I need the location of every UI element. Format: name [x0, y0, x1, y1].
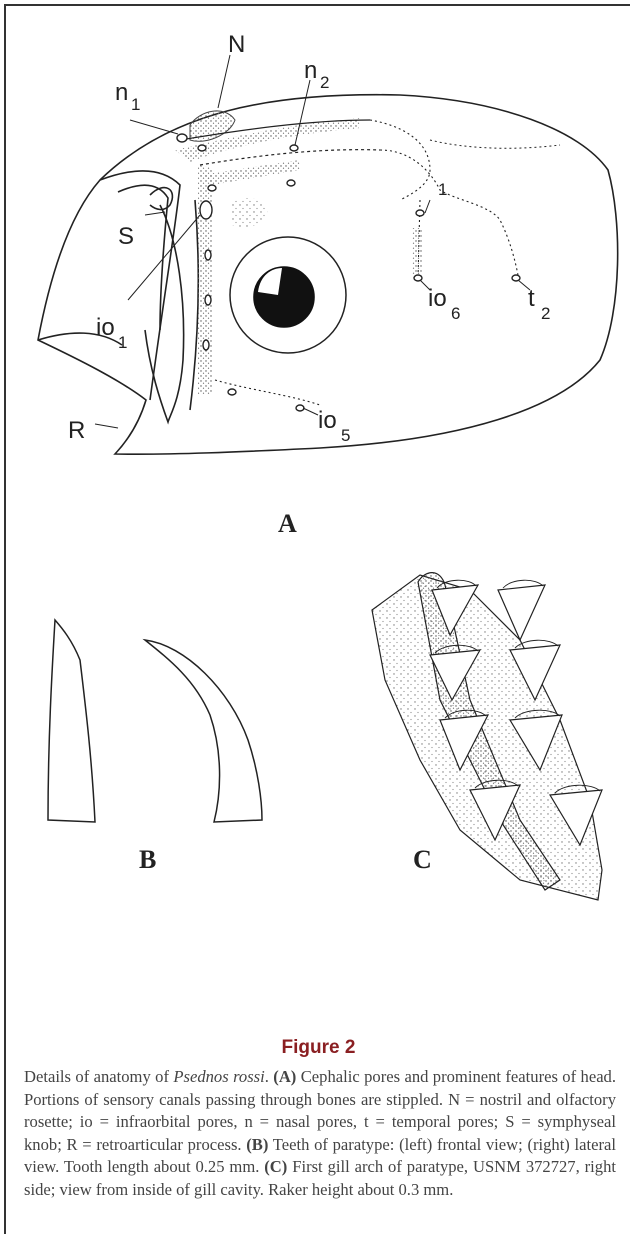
caption-label-a: (A): [273, 1067, 296, 1086]
label-n1-sub: 1: [131, 95, 140, 114]
label-n2-sub: 2: [320, 73, 329, 92]
panel-c-gill-arch-drawing: [372, 573, 602, 900]
label-io1: io: [96, 314, 115, 341]
caption-label-b: (B): [246, 1135, 268, 1154]
label-io6-sub: 6: [451, 304, 460, 323]
label-t1-sub: 1: [438, 180, 447, 199]
figure-title: Figure 2: [0, 1037, 637, 1059]
label-n2: n: [304, 57, 317, 84]
label-retroarticular: R: [68, 417, 85, 444]
label-t2-sub: 2: [541, 304, 550, 323]
panel-a-head-drawing: [38, 55, 618, 454]
caption-text-1: Details of anatomy of: [24, 1067, 173, 1086]
figure-illustration: N n 1 n 2 1 t 2 S R io 1 io 5 io 6: [0, 0, 637, 1030]
label-io1-sub: 1: [118, 333, 127, 352]
panel-b-teeth-drawing: [48, 620, 262, 822]
caption-species: Psednos rossi: [173, 1067, 264, 1086]
label-symphyseal-knob: S: [118, 223, 134, 250]
label-t2: t: [528, 285, 535, 312]
label-io5-sub: 5: [341, 426, 350, 445]
label-n1: n: [115, 79, 128, 106]
caption-text-2: .: [265, 1067, 274, 1086]
panel-a-labels: N n 1 n 2 1 t 2 S R io 1 io 5 io 6: [68, 31, 550, 445]
panel-label-a: A: [278, 509, 297, 539]
figure-caption: Details of anatomy of Psednos rossi. (A)…: [24, 1066, 616, 1201]
label-io6: io: [428, 285, 447, 312]
panel-label-c: C: [413, 845, 432, 875]
label-nostril: N: [228, 31, 245, 58]
label-io5: io: [318, 407, 337, 434]
caption-label-c: (C): [264, 1157, 287, 1176]
panel-label-b: B: [139, 845, 156, 875]
